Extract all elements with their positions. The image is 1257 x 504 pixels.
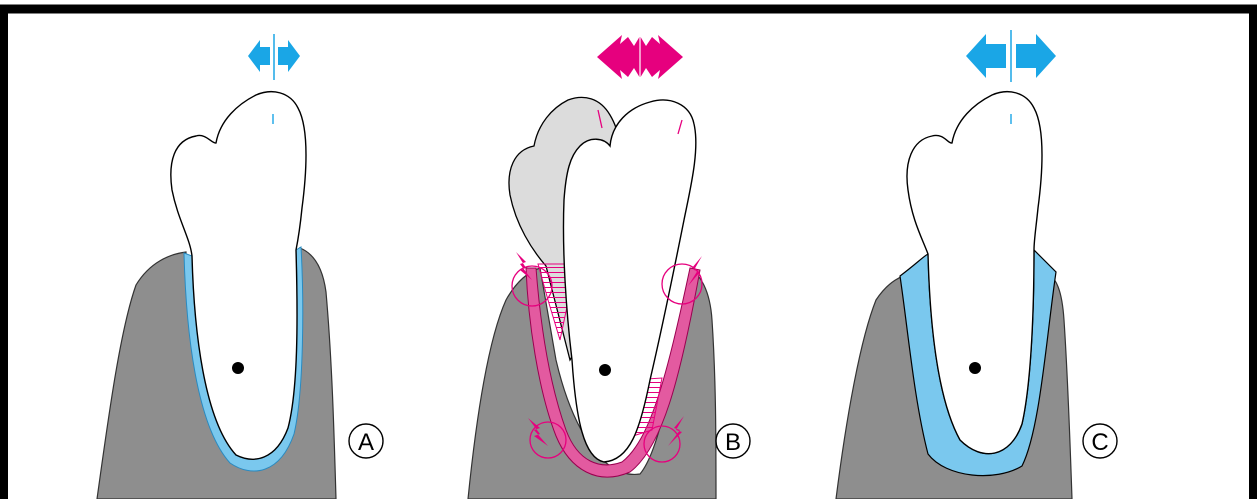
label-c: C: [1091, 429, 1108, 456]
force-arrow-a-icon: [248, 34, 300, 80]
panel-a: A: [97, 34, 383, 499]
center-of-rotation-b: [599, 364, 611, 376]
label-a-badge: A: [349, 424, 383, 458]
label-b: B: [725, 429, 741, 456]
center-of-rotation-c: [969, 362, 981, 374]
panel-b: B: [468, 30, 750, 499]
label-c-badge: C: [1083, 424, 1117, 458]
force-arrow-c-icon: [966, 30, 1056, 82]
label-b-badge: B: [716, 424, 750, 458]
center-of-rotation-a: [232, 362, 244, 374]
label-a: A: [358, 429, 374, 456]
panel-c: C: [836, 30, 1117, 499]
